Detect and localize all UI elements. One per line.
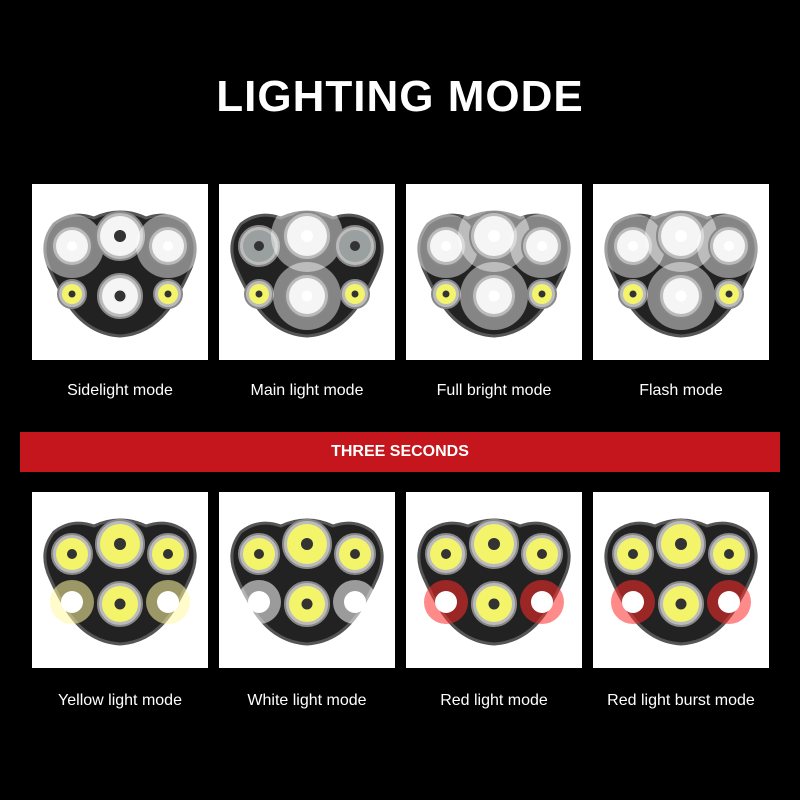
led-bl-core <box>629 290 637 298</box>
side-led-br <box>718 591 740 613</box>
led-tl-core <box>67 549 77 559</box>
led-tr-core <box>163 549 173 559</box>
mode-label-white-light: White light mode <box>247 692 367 709</box>
side-led-bl <box>61 591 83 613</box>
led-tl-core <box>67 241 77 251</box>
mode-card-main-light <box>219 184 395 360</box>
headlamp-image <box>230 518 384 646</box>
led-bc-core <box>488 290 500 302</box>
led-tl-core <box>628 241 638 251</box>
mode-card-white-light <box>219 492 395 668</box>
led-tr-core <box>724 241 734 251</box>
mode-label-main-light: Main light mode <box>250 382 364 399</box>
led-tl-core <box>254 549 264 559</box>
mode-label-sidelight: Sidelight mode <box>67 382 173 399</box>
side-led-br <box>531 591 553 613</box>
mode-label-red-light: Red light mode <box>440 692 548 709</box>
led-br-core <box>538 290 546 298</box>
led-bl-core <box>442 290 450 298</box>
headlamp-image <box>40 210 200 338</box>
led-tl-core <box>441 549 451 559</box>
led-tr-core <box>537 241 547 251</box>
led-bc-core <box>488 598 500 610</box>
led-tr-core <box>350 241 360 251</box>
led-tl-core <box>628 549 638 559</box>
mode-card-red-light <box>406 492 582 668</box>
banner-text: THREE SECONDS <box>331 443 469 460</box>
led-tr-core <box>163 241 173 251</box>
led-bl-core <box>255 290 263 298</box>
led-bc-core <box>301 598 313 610</box>
led-tc-core <box>114 538 126 550</box>
led-br-core <box>164 290 172 298</box>
led-bc-core <box>675 290 687 302</box>
led-tc-core <box>301 230 313 242</box>
led-br-core <box>351 290 359 298</box>
led-bc-core <box>114 290 126 302</box>
led-tc-core <box>114 230 126 242</box>
page-title: LIGHTING MODE <box>216 72 584 121</box>
led-tl-core <box>441 241 451 251</box>
mode-card-flash <box>593 184 769 360</box>
led-br-core <box>725 290 733 298</box>
mode-card-sidelight <box>32 184 208 360</box>
headlamp-image <box>414 200 574 338</box>
led-tr-core <box>350 549 360 559</box>
side-led-br <box>157 591 179 613</box>
headlamp-image <box>604 518 758 646</box>
headlamp-image <box>417 518 571 646</box>
led-bc-core <box>301 290 313 302</box>
mode-card-red-burst <box>593 492 769 668</box>
headlamp-image <box>230 200 384 338</box>
mode-label-flash: Flash mode <box>639 382 723 399</box>
led-tc-core <box>301 538 313 550</box>
led-tr-core <box>724 549 734 559</box>
led-tr-core <box>537 549 547 559</box>
led-bc-core <box>675 598 687 610</box>
led-tc-core <box>675 230 687 242</box>
mode-label-red-burst: Red light burst mode <box>607 692 755 709</box>
led-tc-core <box>488 230 500 242</box>
mode-label-yellow-light: Yellow light mode <box>58 692 182 709</box>
mode-label-full-bright: Full bright mode <box>436 382 552 399</box>
led-tc-core <box>675 538 687 550</box>
led-tl-core <box>254 241 264 251</box>
led-bl-core <box>68 290 76 298</box>
side-led-bl <box>435 591 457 613</box>
side-led-br <box>344 591 366 613</box>
led-bc-core <box>114 598 126 610</box>
mode-card-full-bright <box>406 184 582 360</box>
three-seconds-banner: THREE SECONDS <box>20 432 780 472</box>
mode-card-yellow-light <box>32 492 208 668</box>
headlamp-image <box>43 518 197 646</box>
led-tc-core <box>488 538 500 550</box>
side-led-bl <box>622 591 644 613</box>
side-led-bl <box>248 591 270 613</box>
headlamp-image <box>601 200 761 338</box>
